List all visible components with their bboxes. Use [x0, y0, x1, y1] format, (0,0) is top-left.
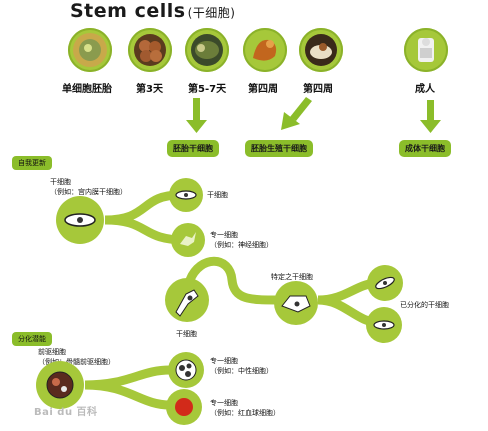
potency-bottom-label: 专一细胞 （例如：红血球细胞）	[210, 398, 280, 418]
self-renewal-top-label: 干细胞	[207, 191, 228, 199]
stage-label: 成人	[415, 84, 435, 95]
bottom-line1: 专一细胞	[210, 231, 238, 239]
bottom-line2: （例如：神经细胞）	[210, 241, 273, 249]
stage-label: 第3天	[136, 84, 163, 95]
potency-bottom-line2: （例如：红血球细胞）	[210, 409, 280, 417]
source-line1: 干细胞	[50, 178, 71, 186]
title-sub: (干细胞)	[187, 6, 236, 20]
derived-label-germ: 胚胎生殖干细胞	[245, 140, 313, 157]
stage-label: 单细胞胚胎	[62, 84, 112, 95]
potency-source-line2: （例如：骨髓前驱细胞）	[38, 358, 115, 366]
stage-image-week4-b	[299, 28, 343, 72]
stage-label: 第四周	[248, 84, 278, 95]
potency-top-label: 专一细胞 （例如：中性细胞）	[210, 356, 273, 376]
tag-self-renewal: 自我更新	[12, 156, 52, 170]
derived-label-embryonic: 胚胎干细胞	[167, 140, 219, 157]
potency-source-line1: 前驱细胞	[38, 348, 66, 356]
self-renewal-bottom-label: 专一细胞 （例如：神经细胞）	[210, 230, 273, 250]
source-label: 干细胞 （例如：宫内膜干细胞）	[50, 177, 127, 197]
potency-bottom-line1: 专一细胞	[210, 399, 238, 407]
watermark-logo: Bai du 百科	[34, 407, 98, 418]
stage-label: 第四周	[303, 84, 333, 95]
stage-label: 第5-7天	[188, 84, 227, 95]
source-line2: （例如：宫内膜干细胞）	[50, 188, 127, 196]
tag-potency: 分化潜能	[12, 332, 52, 346]
stage-image-adult	[404, 28, 448, 72]
middle-differentiated-label: 已分化的干细胞	[400, 301, 449, 309]
potency-top-line2: （例如：中性细胞）	[210, 367, 273, 375]
potency-top-line1: 专一细胞	[210, 357, 238, 365]
stage-image-single-cell	[68, 28, 112, 72]
potency-source-label: 前驱细胞 （例如：骨髓前驱细胞）	[38, 347, 115, 367]
title-main: Stem cells	[70, 0, 186, 22]
derived-label-adult: 成体干细胞	[399, 140, 451, 157]
middle-source-label: 干细胞	[176, 330, 197, 338]
stage-image-day5-7	[185, 28, 229, 72]
middle-specific-label: 特定之干细胞	[271, 273, 313, 281]
stage-image-day3	[128, 28, 172, 72]
stage-image-week4-a	[243, 28, 287, 72]
page-title: Stem cells(干细胞)	[70, 0, 235, 22]
